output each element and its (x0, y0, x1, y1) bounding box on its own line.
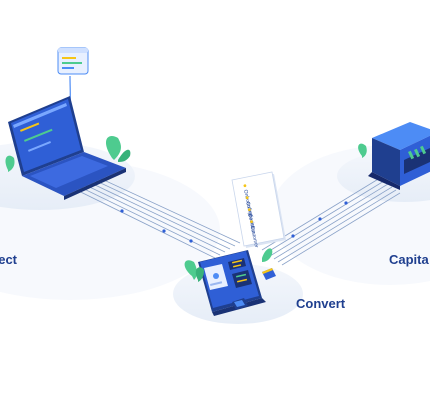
connector-dots-right (291, 201, 348, 238)
plant-icon (105, 136, 131, 162)
plant-icon (5, 155, 15, 172)
collect-stage-label: llect (0, 252, 18, 267)
screen-line (28, 141, 52, 152)
plant-icon (184, 260, 204, 282)
floating-data-window (57, 47, 89, 119)
document-card-item-text: Compliance (244, 201, 256, 229)
document-card-item-text: Customer (249, 225, 260, 249)
plant-icon (262, 248, 273, 262)
laptop (8, 96, 126, 200)
bullet-icon (243, 184, 247, 188)
connector-dots-left (120, 209, 193, 243)
plant-icon (358, 143, 367, 158)
convert-stage-label: Convert (296, 296, 346, 311)
screen-line (19, 122, 40, 132)
bullet-icon (247, 208, 251, 212)
capitalize-stage-label: Capita (389, 252, 429, 267)
connector-convert-capitalize (261, 177, 401, 266)
document-card-item: Compliance (244, 196, 256, 229)
document-card-item-text: Decision (246, 213, 256, 234)
coin-stack-icon (408, 145, 427, 160)
phone-icon (232, 298, 248, 310)
document-card (231, 171, 286, 248)
card-icon (262, 268, 276, 280)
capitalize-machine (368, 122, 430, 190)
bullet-icon (250, 220, 253, 224)
document-card-item-text: Onboarding (242, 189, 254, 217)
document-card-item: Onboarding (242, 184, 254, 217)
document-card-item: Customer (249, 220, 260, 249)
document-card-item: Decision (246, 208, 256, 234)
screen-line (24, 128, 53, 142)
bullet-icon (245, 196, 249, 200)
